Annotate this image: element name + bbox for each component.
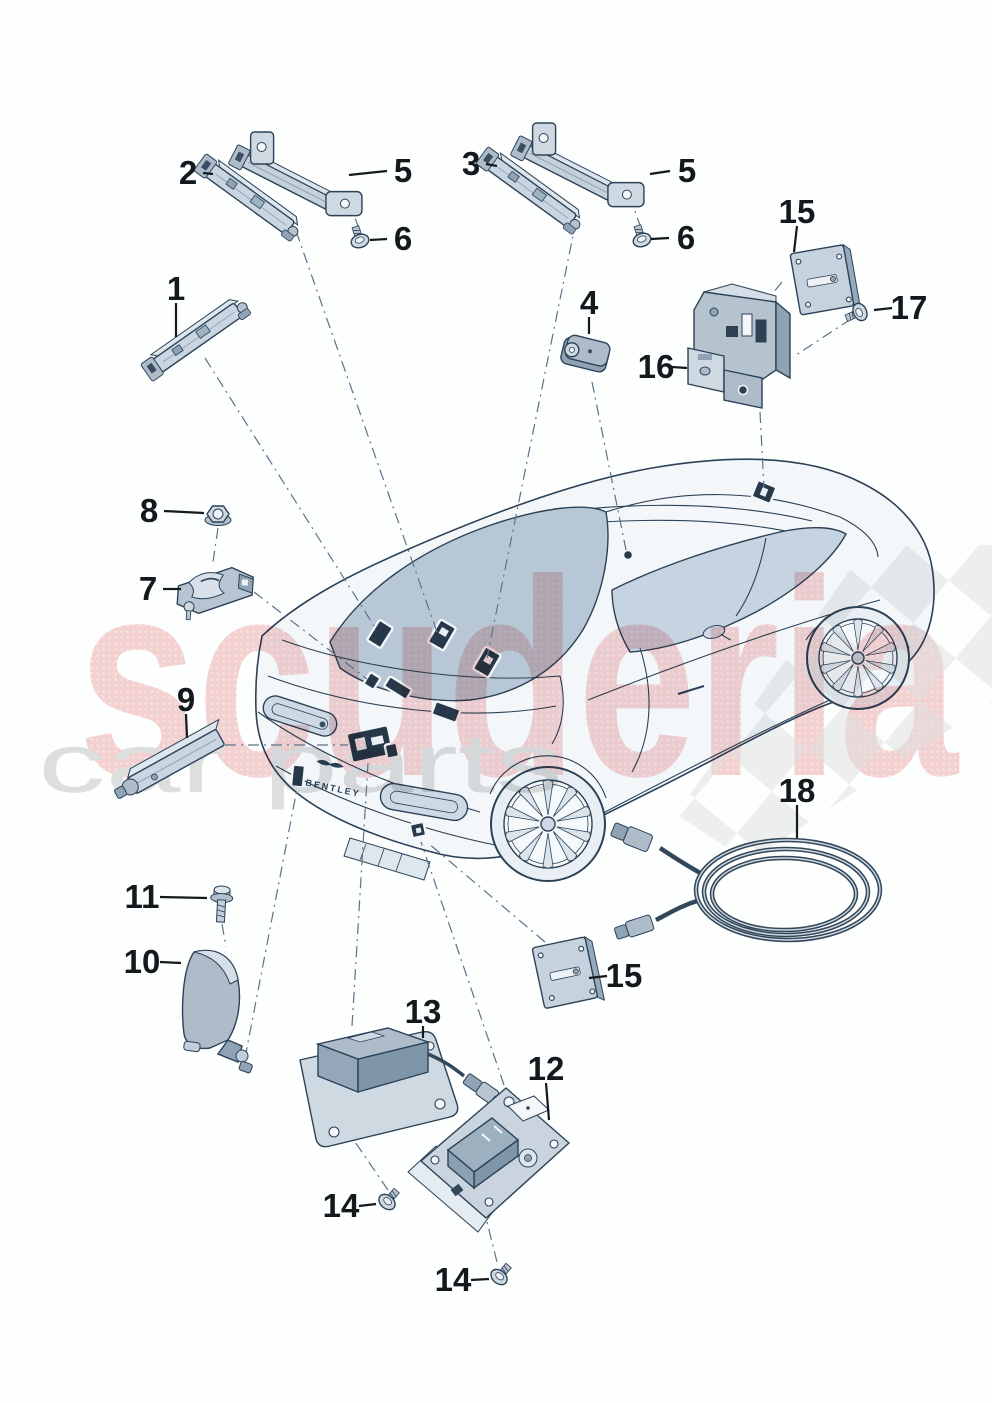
antenna-pad: [383, 675, 413, 701]
callout-18: 18: [779, 772, 816, 838]
callout-14-bottom: 14: [435, 1261, 490, 1298]
callout-label: 13: [405, 993, 442, 1030]
car-mirror: [702, 625, 731, 641]
callout-label: 5: [678, 152, 696, 189]
part-14-screw-bottom: [487, 1259, 517, 1289]
part-8-nut: [204, 505, 232, 526]
antenna-pad: [366, 619, 394, 649]
antenna-pad: [427, 618, 457, 652]
callout-6-right: 6: [650, 219, 695, 256]
bumper-pad: [289, 763, 307, 789]
part-15-control-module-bottom: [531, 934, 606, 1014]
callout-15-bottom: 15: [588, 957, 643, 994]
callout-6-left: 6: [369, 220, 412, 257]
callout-label: 15: [779, 193, 816, 230]
antenna-pad: [472, 645, 502, 679]
callout-3: 3: [462, 145, 498, 182]
callout-16: 16: [638, 348, 688, 385]
callout-label: 7: [139, 570, 157, 607]
part-9-bumper-antenna: [114, 718, 225, 799]
callout-label: 5: [394, 152, 412, 189]
part-11-bolt: [208, 884, 234, 924]
callouts-layer: 1 2 3 4 5 5 6 6 7 8 9 10 11 12 13 14 14 …: [124, 145, 928, 1298]
callout-label: 9: [177, 681, 195, 718]
car-diffuser: [343, 837, 431, 881]
callout-label: 11: [125, 878, 160, 915]
part-7-clamp-bracket: [176, 566, 254, 621]
roof-pad: [750, 479, 778, 505]
quarter-pad: [408, 820, 428, 840]
part-12-tuner-board: [407, 1087, 570, 1233]
callout-1: 1: [167, 270, 185, 337]
callout-label: 3: [462, 145, 480, 182]
callout-label: 17: [891, 289, 928, 326]
callout-10: 10: [124, 943, 182, 980]
watermark: scuderia scuderia car parts: [38, 523, 992, 862]
car-rear-wheel: [490, 766, 606, 882]
car-illustration: BENTLEY: [254, 458, 935, 882]
callout-label: 4: [580, 284, 599, 321]
callout-2: 2: [179, 154, 214, 191]
part-5-bracket-right: [508, 110, 661, 222]
callout-5-left: 5: [348, 152, 412, 189]
callout-7: 7: [139, 570, 181, 607]
callout-label: 10: [124, 943, 161, 980]
callout-12: 12: [528, 1050, 565, 1121]
callout-label: 18: [779, 772, 816, 809]
callout-label: 8: [140, 492, 158, 529]
glass-stud: [621, 548, 635, 562]
callout-label: 12: [528, 1050, 565, 1087]
callout-label: 1: [167, 270, 185, 307]
callout-label: 14: [435, 1261, 472, 1298]
callout-label: 2: [179, 154, 197, 191]
car-rear-window: [329, 506, 609, 702]
callout-5-right: 5: [649, 152, 696, 189]
antenna-pad: [430, 700, 462, 724]
part-16-bracket: [687, 283, 791, 409]
parts-layer: [114, 110, 883, 1289]
antenna-pad: [362, 671, 382, 691]
callout-8: 8: [140, 492, 205, 529]
car-tail-light-left: [262, 695, 338, 737]
part-6-screw-right: [628, 222, 654, 250]
callout-label: 14: [323, 1187, 360, 1224]
callout-14-left: 14: [323, 1187, 377, 1224]
car-tail-light-right: [379, 782, 469, 822]
part-4-antenna-module: [560, 334, 611, 373]
callout-11: 11: [125, 878, 208, 915]
callout-label: 6: [394, 220, 412, 257]
part-18-antenna-cable: [610, 822, 883, 943]
part-10-fin-antenna: [181, 949, 253, 1074]
part-6-screw-left: [346, 223, 372, 251]
callout-13: 13: [405, 993, 442, 1038]
callout-label: 6: [677, 219, 695, 256]
callout-9: 9: [177, 681, 195, 739]
car-side-window: [611, 526, 847, 653]
part-15-control-module-top: [789, 242, 862, 320]
antenna-contact-pads: [289, 479, 778, 840]
callout-label: 15: [606, 957, 643, 994]
cable-connector: [614, 914, 655, 940]
shelf-module-pad: [345, 724, 401, 764]
watermark-checker-flag: [676, 545, 992, 862]
cable-connector: [610, 822, 653, 852]
assembly-lines: [204, 199, 852, 1263]
part-13-amplifier-assembly: [299, 1027, 502, 1148]
part-14-screw-left: [375, 1184, 405, 1214]
callout-17: 17: [873, 289, 928, 326]
callout-15-top: 15: [779, 193, 816, 253]
part-1-antenna-amplifier: [138, 292, 253, 384]
callout-label: 16: [638, 348, 675, 385]
callout-4: 4: [580, 284, 599, 334]
